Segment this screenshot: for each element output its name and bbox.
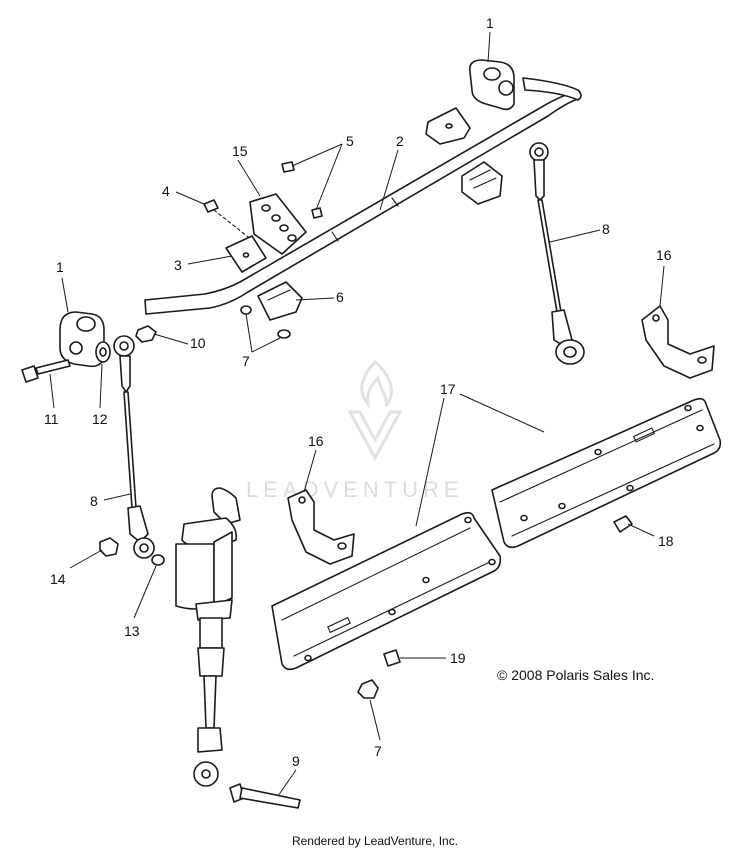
- mount-bracket: [249, 193, 307, 255]
- clip-3: [225, 235, 267, 273]
- bolt-11: [21, 359, 71, 383]
- skid-plate-left: [271, 511, 502, 671]
- callout-6: 6: [336, 289, 344, 305]
- callout-4: 4: [162, 183, 170, 199]
- fastener-18: [613, 515, 633, 533]
- nut-10: [135, 325, 157, 343]
- callout-16-center: 16: [308, 433, 324, 449]
- callout-7-lower: 7: [374, 743, 382, 759]
- callout-13: 13: [124, 623, 140, 639]
- callout-1-top: 1: [486, 15, 494, 31]
- callout-16-right: 16: [656, 247, 672, 263]
- bolt-5a: [281, 161, 295, 173]
- callouts: 1 2 5 15 4 3 6 7 8 16 1 10 11 12 17 16 8…: [44, 15, 674, 769]
- callout-18: 18: [658, 533, 674, 549]
- callout-12: 12: [92, 411, 108, 427]
- mount-bracket-16-center: [287, 489, 355, 565]
- clamp-bracket-upper: [425, 107, 471, 145]
- skid-plate-right: [491, 397, 722, 549]
- stabilizer-bar: [144, 77, 582, 315]
- screw-4: [203, 199, 253, 241]
- shock-absorber: [175, 487, 241, 787]
- nut-7c: [357, 679, 379, 699]
- callout-5: 5: [346, 133, 354, 149]
- bushing-left: [59, 311, 105, 368]
- callout-9: 9: [292, 753, 300, 769]
- nut-7b: [277, 329, 291, 339]
- leader-lines: [49, 31, 665, 797]
- bar-clamp-6: [257, 281, 303, 321]
- callout-1-left: 1: [56, 259, 64, 275]
- callout-2: 2: [396, 133, 404, 149]
- callout-8-upper: 8: [602, 221, 610, 237]
- callout-14: 14: [50, 571, 66, 587]
- link-rod-lower: [113, 335, 155, 559]
- link-rod-upper: [529, 142, 585, 365]
- callout-17: 17: [440, 381, 456, 397]
- bushing-top: [468, 59, 515, 111]
- callout-11: 11: [44, 411, 59, 427]
- mount-bracket-16-right: [641, 305, 715, 379]
- leadventure-watermark: LEADVENTURE: [246, 359, 464, 502]
- nut-7a: [240, 305, 252, 315]
- nut-13: [151, 554, 165, 566]
- callout-19: 19: [450, 650, 466, 666]
- bolt-5b: [311, 207, 323, 219]
- watermark-text: LEADVENTURE: [246, 477, 464, 502]
- footer-credit: Rendered by LeadVenture, Inc.: [291, 834, 459, 848]
- callout-7-upper: 7: [242, 353, 250, 369]
- washer-12: [95, 341, 111, 363]
- copyright-notice: © 2008 Polaris Sales Inc.: [497, 667, 655, 683]
- callout-15: 15: [232, 143, 248, 159]
- callout-10: 10: [190, 335, 206, 351]
- bolt-19: [383, 649, 401, 667]
- callout-3: 3: [174, 257, 182, 273]
- bolt-9: [229, 783, 301, 809]
- nut-14: [99, 537, 119, 557]
- callout-8-lower: 8: [90, 493, 98, 509]
- bar-clamp-right: [461, 161, 503, 205]
